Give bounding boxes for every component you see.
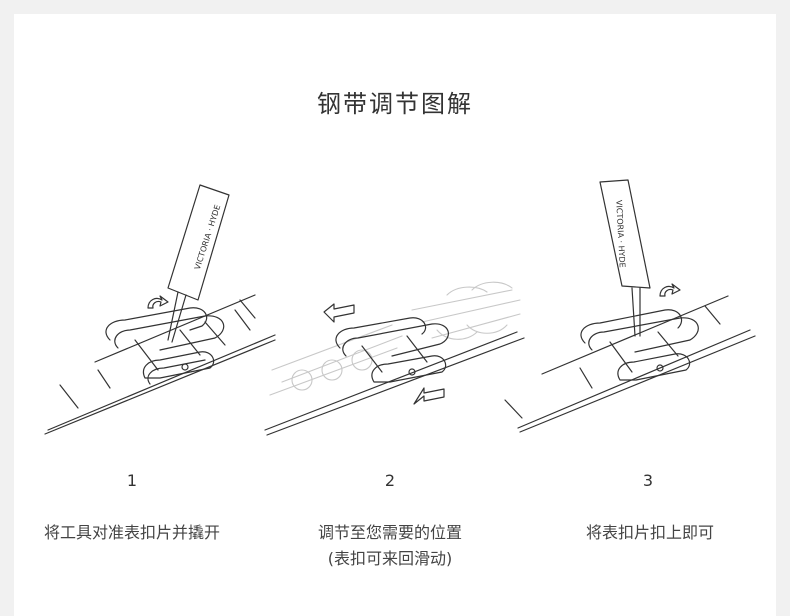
band-line [266, 337, 525, 436]
step-2-number: 2 [384, 471, 396, 490]
step-3-caption: 将表扣片扣上即可 [585, 523, 714, 542]
step-1-number: 1 [126, 471, 138, 490]
step-1-illustration: VICTORIA · HYDE [40, 180, 280, 440]
clasp-outer [580, 309, 683, 344]
slide-left-arrow-icon [323, 303, 355, 323]
step-2-caption: 调节至您需要的位置 [317, 523, 462, 542]
tool-handle [167, 184, 230, 301]
tool-pin [167, 291, 179, 341]
tool-handle [599, 179, 651, 289]
slide-right-arrow-icon [413, 387, 445, 405]
tool-brand-label: VICTORIA · HYDE [614, 200, 627, 268]
step-2-illustration [262, 270, 527, 445]
clasp-outer [335, 317, 427, 349]
tool-brand-label: VICTORIA · HYDE [193, 204, 222, 271]
clasp-lower [142, 351, 215, 379]
tool-pin [631, 287, 636, 337]
ghost-bracelet [269, 281, 521, 396]
clasp-outer [105, 307, 208, 341]
clasp-lower [371, 355, 447, 383]
rotate-arrow-icon [659, 283, 681, 297]
content-card [14, 14, 776, 616]
step-2-caption-note: (表扣可来回滑动) [327, 549, 453, 568]
step-3-svg: VICTORIA · HYDE [504, 179, 756, 433]
band-line [519, 335, 756, 433]
band-line [94, 294, 256, 363]
rotate-arrow-icon [147, 295, 169, 309]
clasp-lower [617, 353, 691, 381]
step-1-svg: VICTORIA · HYDE [44, 184, 276, 435]
band-line [47, 334, 276, 431]
step-1-caption: 将工具对准表扣片并撬开 [43, 523, 220, 542]
step-3-number: 3 [642, 471, 654, 490]
page-title: 钢带调节图解 [317, 90, 473, 118]
step-2-svg [264, 281, 525, 436]
band-line [44, 339, 276, 435]
step-3-illustration: VICTORIA · HYDE [500, 178, 760, 440]
